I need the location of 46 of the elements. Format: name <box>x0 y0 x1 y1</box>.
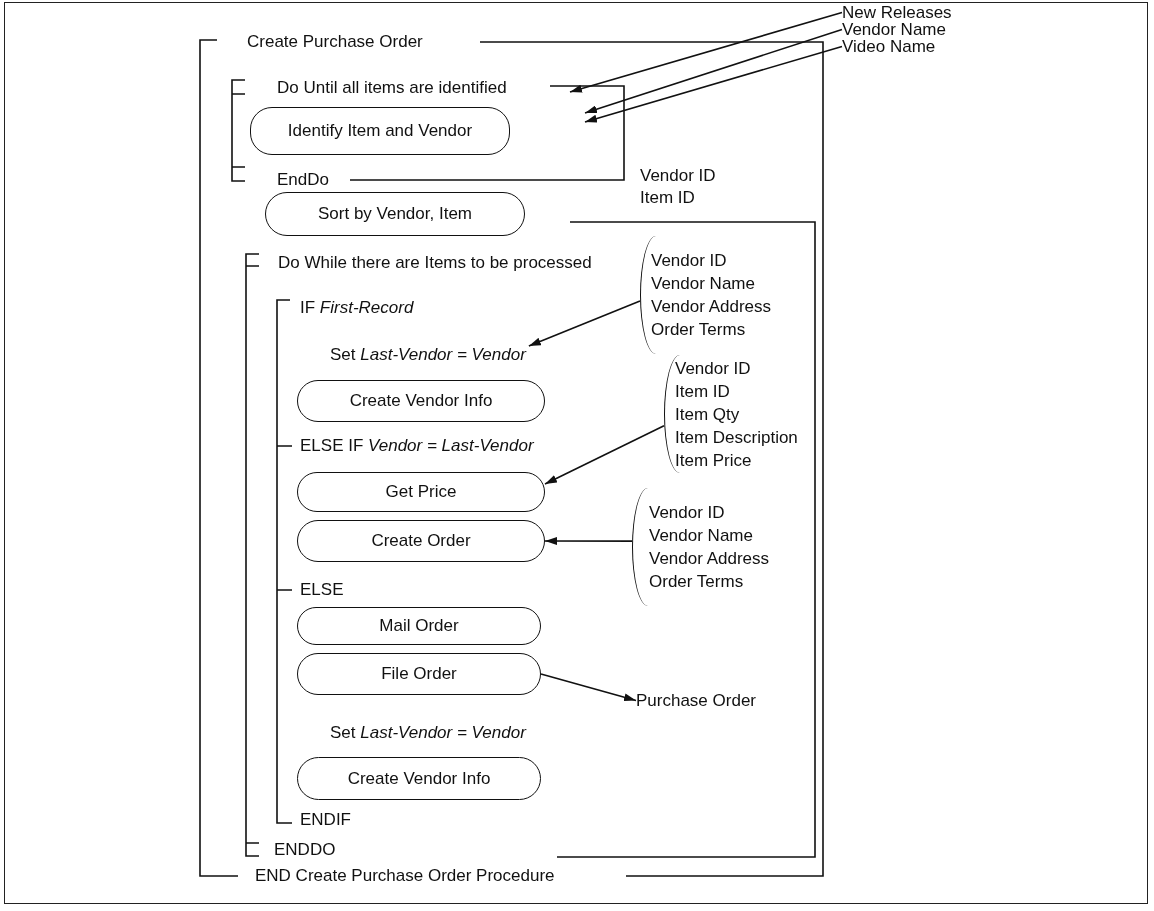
pseudocode-text: ENDDO <box>274 840 336 860</box>
pseudocode-text: Vendor ID <box>640 166 716 186</box>
data-item: Item Qty <box>675 403 741 426</box>
pseudocode-text: Do Until all items are identified <box>277 78 507 98</box>
arrow <box>584 45 843 123</box>
pseudocode-text: Do While there are Items to be processed <box>278 253 592 273</box>
process-box: File Order <box>297 653 541 695</box>
data-item: Vendor ID <box>649 502 726 524</box>
data-item: Order Terms <box>651 319 747 341</box>
process-box: Mail Order <box>297 607 541 645</box>
data-item: Vendor Address <box>651 296 773 318</box>
pseudocode-text: ENDIF <box>300 810 351 830</box>
pseudocode-text: Item ID <box>640 188 695 208</box>
pseudocode-text: IF First-Record <box>300 298 414 318</box>
data-item: Vendor Name <box>649 525 754 547</box>
data-label: Purchase Order <box>636 692 756 709</box>
data-label: New Releases <box>842 4 952 21</box>
pseudocode-text: EndDo <box>277 170 329 190</box>
arrow <box>569 11 843 93</box>
data-item: Item ID <box>675 380 731 403</box>
arrow <box>544 537 633 545</box>
pseudocode-text: ELSE IF Vendor = Last-Vendor <box>300 436 534 456</box>
arrow <box>528 300 641 347</box>
data-item: Item Description <box>675 426 799 449</box>
data-item: Vendor Name <box>651 273 756 295</box>
data-label: Vendor Name <box>842 21 946 38</box>
process-box: Sort by Vendor, Item <box>265 192 525 236</box>
pseudocode-text: Set Last-Vendor = Vendor <box>330 723 526 743</box>
arrow <box>544 425 665 485</box>
data-item: Vendor ID <box>675 357 752 380</box>
data-item: Vendor ID <box>651 250 728 272</box>
data-item: Order Terms <box>649 571 745 593</box>
process-box: Get Price <box>297 472 545 512</box>
process-box: Create Order <box>297 520 545 562</box>
arrow <box>540 673 637 702</box>
process-box: Create Vendor Info <box>297 757 541 800</box>
pseudocode-text: Create Purchase Order <box>247 32 423 52</box>
data-item: Item Price <box>675 449 753 472</box>
data-label: Set Last-Vendor = Vendor <box>330 346 526 363</box>
pseudocode-text: END Create Purchase Order Procedure <box>255 866 555 886</box>
process-box: Create Vendor Info <box>297 380 545 422</box>
process-box: Identify Item and Vendor <box>250 107 510 155</box>
data-item: Vendor Address <box>649 548 771 570</box>
arrow <box>584 28 843 114</box>
data-label: Video Name <box>842 38 936 55</box>
pseudocode-text: ELSE <box>300 580 344 600</box>
